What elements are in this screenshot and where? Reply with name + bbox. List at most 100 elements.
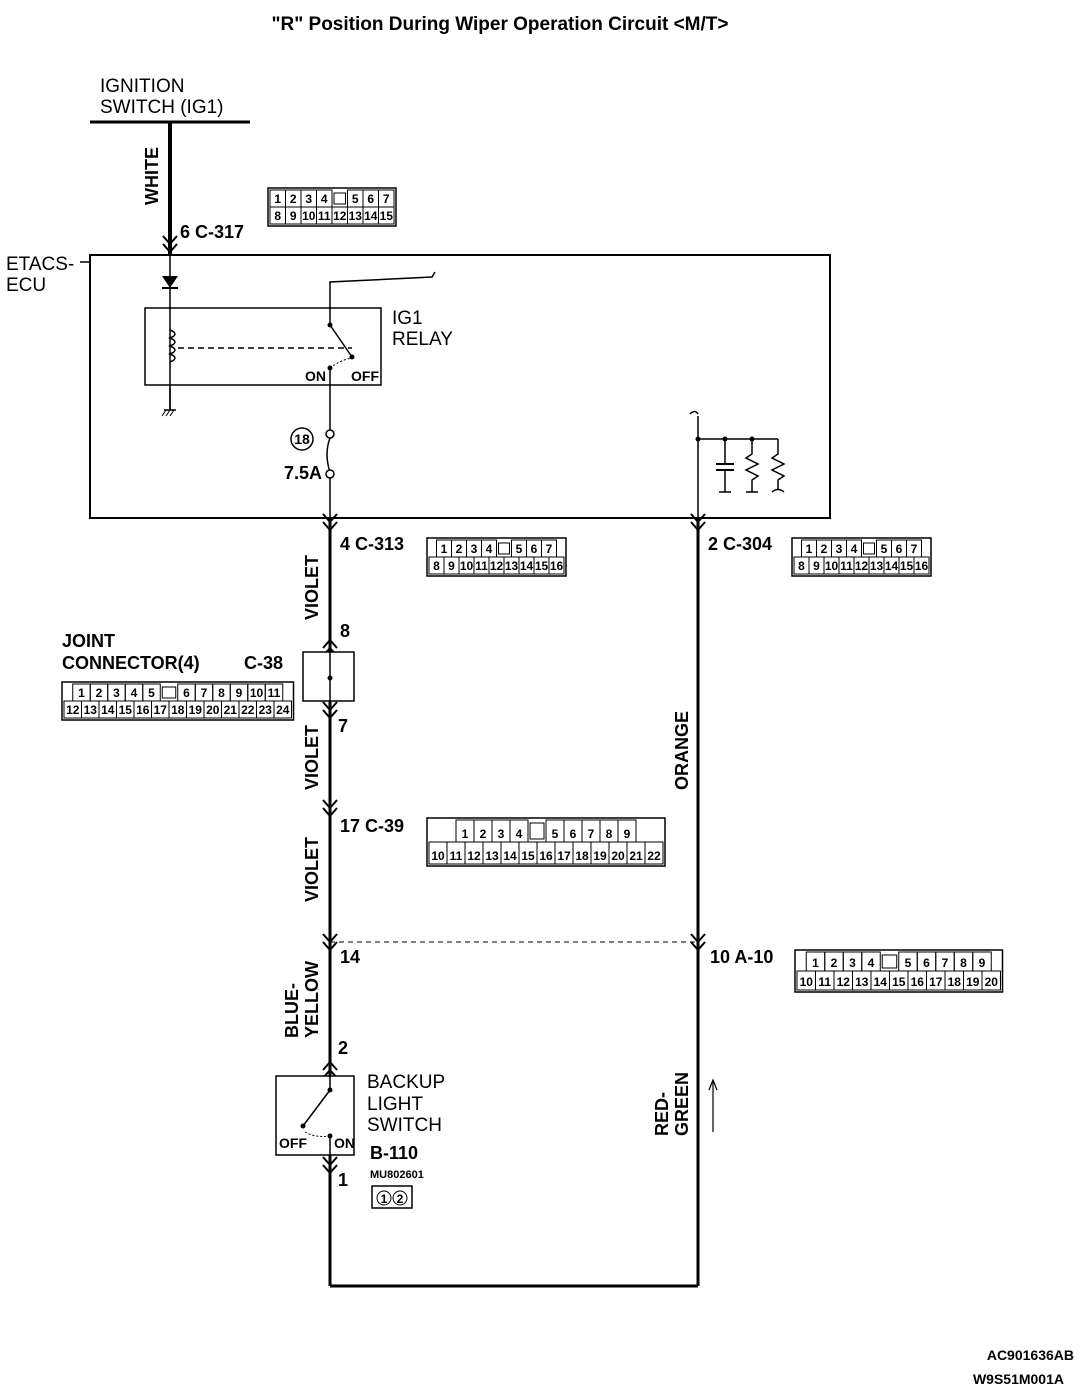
b110-pin-cell — [376, 1190, 392, 1206]
c304-pin-number: 2 — [821, 542, 828, 556]
blue-yellow-label-1: BLUE- — [282, 983, 302, 1038]
a10-pin-number: 4 — [868, 956, 875, 970]
c38-pin-number: 1 — [78, 686, 85, 700]
a10-pin-number: 19 — [966, 975, 980, 989]
a10-pin-number: 6 — [923, 956, 930, 970]
c38-pin-number: 23 — [259, 703, 273, 717]
c313-pin-label: 4 C-313 — [340, 534, 404, 554]
a10-pin-number: 18 — [948, 975, 962, 989]
c38-pin-number: 20 — [206, 703, 220, 717]
footer-code-2: W9S51M001A — [973, 1371, 1064, 1387]
c38-pin-number: 14 — [101, 703, 115, 717]
c317-pin-number: 8 — [274, 209, 281, 223]
a10-pin-number: 16 — [911, 975, 925, 989]
c313-pin-number: 10 — [460, 559, 474, 573]
a10-key-icon — [881, 954, 898, 969]
joint-label-line2: CONNECTOR(4) — [62, 653, 200, 673]
red-green-label-2: GREEN — [672, 1072, 692, 1136]
c39-pin-number: 2 — [480, 827, 487, 841]
c317-pin-label: 6 C-317 — [180, 222, 244, 242]
c39-pin-number: 6 — [570, 827, 577, 841]
joint-label-line1: JOINT — [62, 631, 115, 651]
c39-key-icon — [529, 822, 545, 840]
joint-code: C-38 — [244, 653, 283, 673]
c39-pin-number: 18 — [575, 849, 589, 863]
c38-pin-number: 15 — [119, 703, 133, 717]
ignition-label-line2: SWITCH (IG1) — [100, 97, 224, 118]
c317-key-icon — [333, 192, 346, 205]
pin-14-label: 14 — [340, 947, 360, 967]
c38-pin-number: 17 — [154, 703, 168, 717]
relay-on-label: ON — [305, 368, 326, 384]
relay-label-line2: RELAY — [392, 329, 453, 350]
c313-pin-number: 13 — [505, 559, 519, 573]
ground-icon — [161, 409, 176, 417]
backup-label-line3: SWITCH — [367, 1115, 442, 1136]
a10-pin-number: 12 — [837, 975, 851, 989]
c38-pin-number: 18 — [171, 703, 185, 717]
a10-pin-label: 10 A-10 — [710, 947, 773, 967]
a10-pin-number: 17 — [929, 975, 943, 989]
c38-pin-number: 13 — [84, 703, 98, 717]
c317-pin-number: 5 — [352, 192, 359, 206]
c304-key-icon — [863, 542, 875, 555]
a10-pin-number: 13 — [855, 975, 869, 989]
fuse-icon — [325, 429, 335, 439]
c39-pin-number: 8 — [606, 827, 613, 841]
fuse-number-circle — [290, 427, 314, 451]
c304-pin-number: 9 — [813, 559, 820, 573]
a10-pin-number: 11 — [818, 975, 831, 989]
c317-pin-number: 3 — [305, 192, 312, 206]
c39-pin-number: 22 — [647, 849, 661, 863]
c317-pin-number: 9 — [290, 209, 297, 223]
c39-pin-arrow — [322, 799, 338, 810]
b110-pin-bottom: 1 — [338, 1170, 348, 1190]
b110-pin-top: 2 — [338, 1038, 348, 1058]
c313-pin-number: 8 — [433, 559, 440, 573]
c38-pin-cell — [273, 700, 292, 719]
c313-pin-number: 11 — [475, 559, 488, 573]
relay-contact-icon — [329, 324, 353, 358]
c39-pin-number: 4 — [516, 827, 523, 841]
resistor-icon — [770, 439, 786, 493]
a10-pin-number: 2 — [831, 956, 838, 970]
white-wire-label: WHITE — [142, 147, 162, 205]
c39-pin-cell — [644, 841, 664, 865]
c39-pin-number: 19 — [593, 849, 607, 863]
backup-switch-box — [275, 1075, 355, 1156]
c38-pin-number: 8 — [218, 686, 225, 700]
fuse-rating: 7.5A — [284, 463, 322, 483]
c304-pin-number: 10 — [825, 559, 839, 573]
a10-pin-number: 15 — [892, 975, 906, 989]
c304-pin-number: 6 — [896, 542, 903, 556]
c38-pin-number: 5 — [148, 686, 155, 700]
c304-pin-number: 1 — [806, 542, 813, 556]
a10-pin-number: 3 — [849, 956, 856, 970]
c39-pin-number: 21 — [629, 849, 643, 863]
a10-pin-arrow — [690, 933, 706, 944]
c38-pin-number: 10 — [250, 686, 264, 700]
c317-pin-number: 12 — [333, 209, 347, 223]
c39-pin-number: 1 — [462, 827, 469, 841]
a10-pin-number: 1 — [812, 956, 819, 970]
c304-pin-number: 15 — [900, 559, 914, 573]
c38-pin-number: 19 — [189, 703, 203, 717]
b110-pin-number: 1 — [381, 1192, 388, 1206]
blue-yellow-label-2: YELLOW — [302, 961, 322, 1038]
c39-pin-number: 9 — [624, 827, 631, 841]
diode-icon — [162, 276, 178, 288]
c38-pin-number: 16 — [136, 703, 150, 717]
c39-pin-number: 3 — [498, 827, 505, 841]
c39-pin-label: 17 C-39 — [340, 816, 404, 836]
a10-pin-number: 20 — [985, 975, 999, 989]
c313-pin-number: 14 — [520, 559, 534, 573]
c313-pin-number: 5 — [516, 542, 523, 556]
c304-pin-number: 12 — [855, 559, 869, 573]
c313-pin-number: 6 — [531, 542, 538, 556]
a10-pin-number: 14 — [874, 975, 888, 989]
